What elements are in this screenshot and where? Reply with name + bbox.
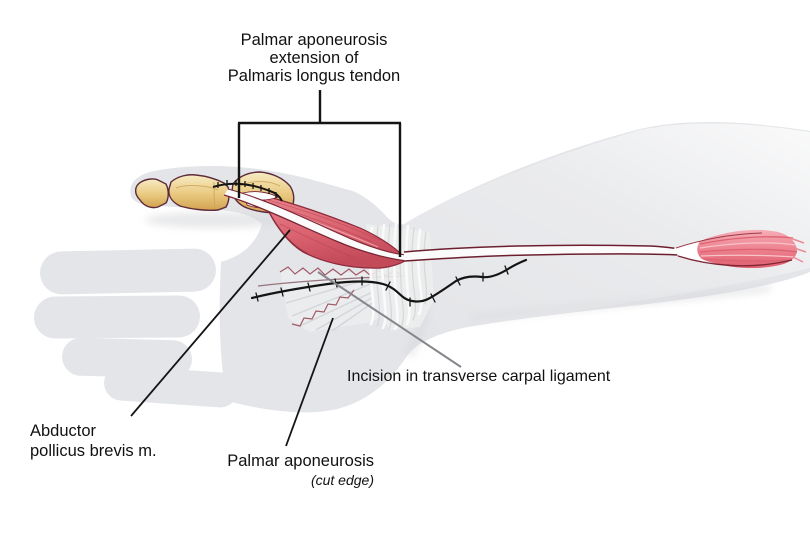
label-line: Abductor [30,422,97,440]
leader-lines [130,229,462,447]
label-abductor-pollicus-brevis: Abductor pollicus brevis m. [30,421,157,461]
incision-leader-line [317,271,462,368]
hand-silhouette-fingers [34,248,238,408]
label-line: Palmaris longus tendon [227,67,401,85]
incision-line [250,258,528,307]
palmaris-longus-tendon [223,188,704,263]
thumb-suture-line [212,180,283,202]
bracket [237,90,402,257]
label-line: Palmar aponeurosis [227,452,374,470]
abductor-leader-line [130,229,291,417]
distal-phalanx [134,178,169,209]
label-line: Palmar aponeurosis [240,31,388,49]
label-line: extension of [269,49,359,67]
cut-edge-leader-line [285,317,334,447]
palmaris-longus-muscle [675,229,807,269]
label-line: pollicus brevis m. [30,442,157,460]
label-line-italic: (cut edge) [310,472,374,488]
label-palmar-aponeurosis-extension: Palmar aponeurosis extension of Palmaris… [188,31,440,85]
label-incision-transverse-carpal-ligament: Incision in transverse carpal ligament [347,368,611,385]
label-palmar-aponeurosis-cut-edge: Palmar aponeurosis (cut edge) [208,452,374,490]
